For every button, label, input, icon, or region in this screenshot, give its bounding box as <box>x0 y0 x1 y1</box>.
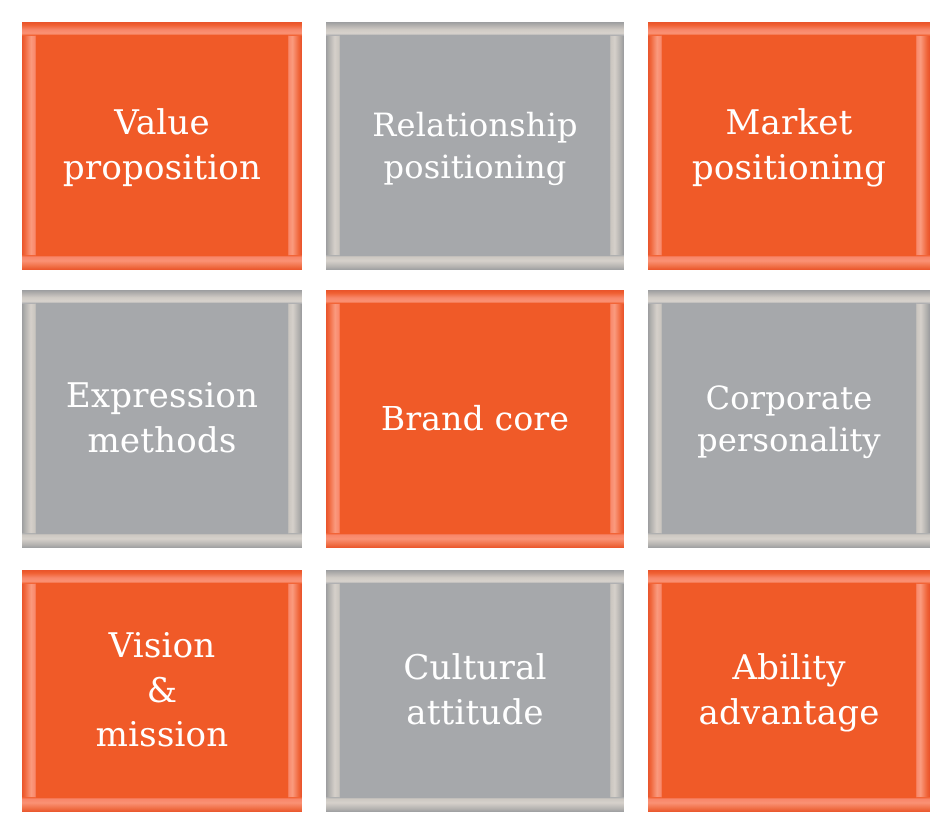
tile-relationship-positioning[interactable]: Relationship positioning <box>326 22 624 270</box>
tile-expression-methods[interactable]: Expression methods <box>22 290 302 548</box>
matrix-cell-vision-and-mission[interactable]: Vision & mission <box>0 564 310 830</box>
tile-label-value-proposition: Value proposition <box>62 103 262 188</box>
tile-label-brand-core: Brand core <box>380 399 570 439</box>
tile-label-relationship-positioning: Relationship positioning <box>372 105 578 186</box>
tile-value-proposition[interactable]: Value proposition <box>22 22 302 270</box>
tile-core-fill <box>340 583 610 798</box>
matrix-cell-market-positioning[interactable]: Market positioning <box>640 0 950 278</box>
tile-core-fill <box>340 35 610 256</box>
tile-label-market-positioning: Market positioning <box>691 103 887 188</box>
matrix-cell-corporate-personality[interactable]: Corporate personality <box>640 286 950 556</box>
tile-label-cultural-attitude: Cultural attitude <box>403 648 547 733</box>
tile-brand-core[interactable]: Brand core <box>326 290 624 548</box>
matrix-cell-brand-core[interactable]: Brand core <box>320 286 630 556</box>
matrix-cell-ability-advantage[interactable]: Ability advantage <box>640 564 950 830</box>
tile-cultural-attitude[interactable]: Cultural attitude <box>326 570 624 812</box>
matrix-cell-relationship-positioning[interactable]: Relationship positioning <box>320 0 630 278</box>
tile-core-fill <box>340 303 610 534</box>
tile-core-fill <box>36 583 288 798</box>
tile-label-corporate-personality: Corporate personality <box>697 378 881 459</box>
tile-core-fill <box>662 303 916 534</box>
matrix-cell-cultural-attitude[interactable]: Cultural attitude <box>320 564 630 830</box>
matrix-cell-value-proposition[interactable]: Value proposition <box>0 0 310 278</box>
tile-vision-and-mission[interactable]: Vision & mission <box>22 570 302 812</box>
tile-label-vision-and-mission: Vision & mission <box>95 625 229 756</box>
tile-core-fill <box>36 303 288 534</box>
tile-core-fill <box>662 583 916 798</box>
tile-ability-advantage[interactable]: Ability advantage <box>648 570 930 812</box>
tile-label-expression-methods: Expression methods <box>65 376 259 461</box>
matrix-cell-expression-methods[interactable]: Expression methods <box>0 286 310 556</box>
tile-core-fill <box>662 35 916 256</box>
tile-market-positioning[interactable]: Market positioning <box>648 22 930 270</box>
tile-label-ability-advantage: Ability advantage <box>698 648 880 733</box>
tile-core-fill <box>36 35 288 256</box>
tile-corporate-personality[interactable]: Corporate personality <box>648 290 930 548</box>
